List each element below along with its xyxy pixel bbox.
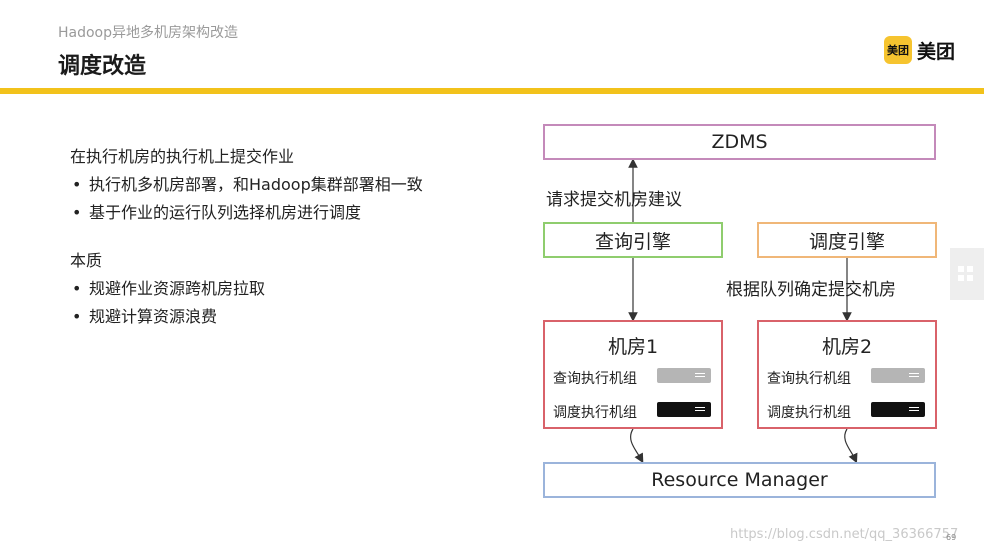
bullet-icon: • xyxy=(72,307,82,326)
request-suggestion-label: 请求提交机房建议 xyxy=(546,190,682,210)
logo-text: 美团 xyxy=(917,40,956,63)
bullet-text: 规避计算资源浪费 xyxy=(89,307,218,326)
query-engine-label: 查询引擎 xyxy=(594,230,671,253)
slide-subtitle: Hadoop异地多机房架构改造 xyxy=(58,25,239,41)
server-slot xyxy=(909,407,919,408)
bullet-text: 规避作业资源跨机房拉取 xyxy=(89,279,266,298)
bullet-list-submit: • 执行机多机房部署，和Hadoop集群部署相一致 • 基于作业的运行队列选择机… xyxy=(70,174,469,223)
grid-icon xyxy=(967,275,973,281)
room-1-box: 机房1 查询执行机组 调度执行机组 xyxy=(543,320,723,429)
zdms-box: ZDMS xyxy=(543,124,936,160)
logo-badge-icon: 美团 xyxy=(884,36,912,64)
title-underline-bar xyxy=(0,88,984,94)
arrow-room2-to-rm xyxy=(844,428,858,464)
section-heading-submit: 在执行机房的执行机上提交作业 xyxy=(70,147,295,166)
resource-manager-label: Resource Manager xyxy=(651,469,828,491)
query-engine-box: 查询引擎 xyxy=(543,222,723,258)
bullet-text: 执行机多机房部署，和Hadoop集群部署相一致 xyxy=(89,175,423,194)
room-2-box: 机房2 查询执行机组 调度执行机组 xyxy=(757,320,937,429)
query-group-label: 查询执行机组 xyxy=(767,371,851,387)
room-title: 机房1 xyxy=(607,336,659,358)
meituan-logo: 美团 美团 xyxy=(884,36,955,64)
zdms-label: ZDMS xyxy=(711,131,768,153)
list-item: • 规避计算资源浪费 xyxy=(70,306,469,327)
slide-title: 调度改造 xyxy=(58,54,147,79)
list-item: • 执行机多机房部署，和Hadoop集群部署相一致 xyxy=(70,174,469,195)
schedule-group-label: 调度执行机组 xyxy=(553,405,637,421)
left-text-panel: 在执行机房的执行机上提交作业 • 执行机多机房部署，和Hadoop集群部署相一致… xyxy=(70,146,469,334)
list-item: • 规避作业资源跨机房拉取 xyxy=(70,278,469,299)
bullet-text: 基于作业的运行队列选择机房进行调度 xyxy=(89,203,362,222)
server-slot xyxy=(909,373,919,374)
server-slot xyxy=(695,373,705,374)
grey-server-icon xyxy=(871,368,925,383)
schedule-engine-box: 调度引擎 xyxy=(757,222,937,258)
watermark-url: https://blog.csdn.net/qq_36366757 xyxy=(730,527,959,542)
bullet-icon: • xyxy=(72,203,82,222)
room-title: 机房2 xyxy=(821,336,873,358)
black-server-icon xyxy=(871,402,925,417)
bullet-list-essence: • 规避作业资源跨机房拉取 • 规避计算资源浪费 xyxy=(70,278,469,327)
grey-server-icon xyxy=(657,368,711,383)
grid-icon xyxy=(958,266,964,272)
queue-decision-label: 根据队列确定提交机房 xyxy=(726,280,896,300)
black-server-icon xyxy=(657,402,711,417)
side-panel-tab[interactable] xyxy=(950,248,984,300)
grid-icon xyxy=(958,275,964,281)
page-number: 69 xyxy=(946,533,957,542)
arrow-room1-to-rm xyxy=(629,428,644,464)
schedule-group-label: 调度执行机组 xyxy=(767,405,851,421)
section-heading-essence: 本质 xyxy=(70,251,103,270)
list-item: • 基于作业的运行队列选择机房进行调度 xyxy=(70,202,469,223)
query-group-label: 查询执行机组 xyxy=(553,371,637,387)
resource-manager-box: Resource Manager xyxy=(543,462,936,498)
bullet-icon: • xyxy=(72,175,82,194)
bullet-icon: • xyxy=(72,279,82,298)
server-slot xyxy=(695,407,705,408)
grid-icon xyxy=(967,266,973,272)
schedule-engine-label: 调度引擎 xyxy=(808,230,885,253)
